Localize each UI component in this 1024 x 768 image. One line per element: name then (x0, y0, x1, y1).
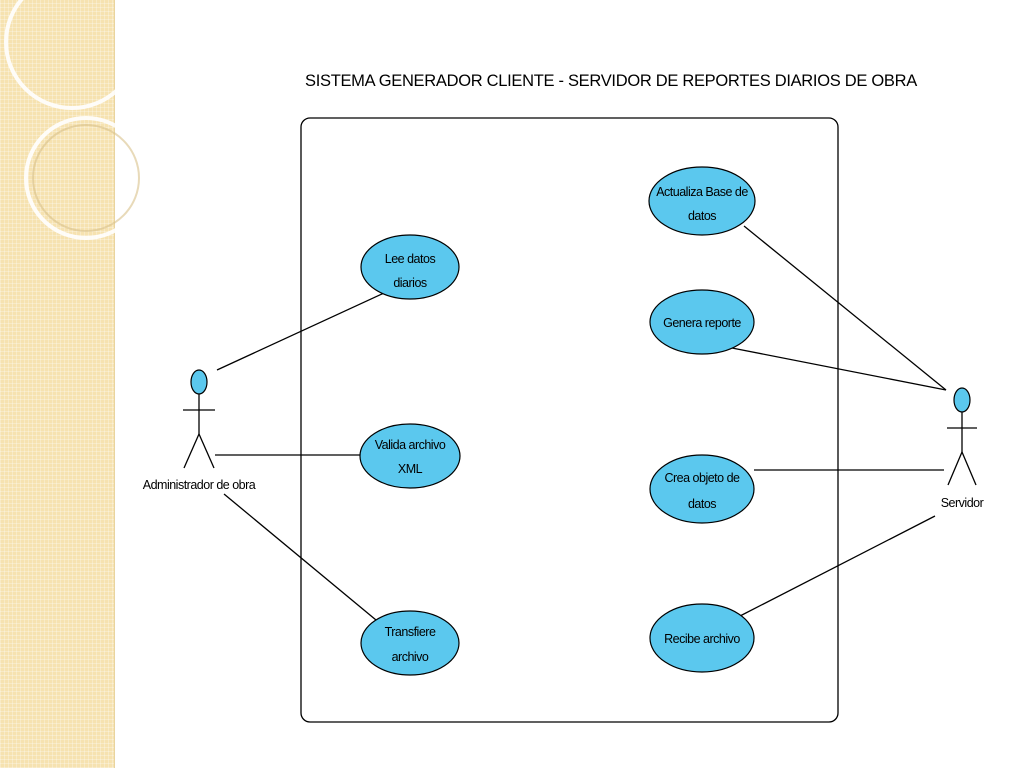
use-case-label-line1: Actualiza Base de (656, 185, 748, 199)
association-servidor-actualiza (743, 225, 947, 391)
actor-left-leg (183, 433, 200, 469)
actor-right-leg (198, 433, 215, 469)
use-case-label-line1: Crea objeto de (664, 471, 740, 485)
actor-left-leg (947, 451, 963, 486)
use-case-label-line2: diarios (393, 276, 427, 290)
actor-body-icon (183, 394, 215, 469)
use-case-label-line1: Transfiere (385, 625, 436, 639)
use-case-label-line2: XML (398, 462, 423, 476)
associations (215, 225, 947, 621)
decor-ring-large (4, 0, 140, 110)
use-case-label: Recibe archivo (664, 632, 740, 646)
use-case-ellipse (649, 454, 755, 524)
association-admin-transfiere (223, 493, 377, 621)
actor-label: Administrador de obra (143, 478, 256, 492)
use-case-label: Genera reporte (663, 316, 741, 330)
use-case-actualiza-base-de-datos: Actualiza Base de datos (648, 166, 756, 236)
use-case-label-line1: Valida archivo (375, 438, 446, 452)
use-case-ellipse (649, 289, 755, 355)
decor-ring-inner (32, 124, 140, 232)
actor-administrador-de-obra: Administrador de obra (143, 369, 256, 492)
actor-right-leg (961, 451, 977, 486)
decorative-side-band (0, 0, 115, 768)
use-case-label-line2: datos (688, 497, 716, 511)
association-admin-lee (216, 292, 385, 371)
diagram-title: SISTEMA GENERADOR CLIENTE - SERVIDOR DE … (305, 72, 917, 90)
use-case-ellipse (360, 610, 460, 676)
use-case-label-line2: datos (688, 209, 716, 223)
use-case-ellipse (649, 603, 755, 673)
use-case-crea-objeto-de-datos: Crea objeto de datos (649, 454, 755, 524)
actor-body-icon (947, 412, 977, 486)
use-case-transfiere-archivo: Transfiere archivo (360, 610, 460, 676)
actor-servidor: Servidor (941, 387, 984, 510)
use-case-label-line1: Lee datos (385, 252, 436, 266)
actor-head-icon (953, 387, 971, 413)
use-case-ellipse (648, 166, 756, 236)
use-case-ellipse (360, 234, 460, 300)
use-case-recibe-archivo: Recibe archivo (649, 603, 755, 673)
decor-ring-medium (24, 116, 148, 240)
association-servidor-genera (731, 347, 947, 391)
use-case-genera-reporte: Genera reporte (649, 289, 755, 355)
decorative-rings (4, 0, 148, 240)
use-case-ellipse (359, 423, 461, 489)
use-case-lee-datos-diarios: Lee datos diarios (360, 234, 460, 300)
use-case-valida-archivo-xml: Valida archivo XML (359, 423, 461, 489)
association-servidor-recibe (739, 515, 936, 617)
decorative-ring-shadows (32, 124, 140, 232)
actor-label: Servidor (941, 496, 984, 510)
actor-head-icon (190, 369, 208, 395)
use-case-label-line2: archivo (392, 650, 429, 664)
